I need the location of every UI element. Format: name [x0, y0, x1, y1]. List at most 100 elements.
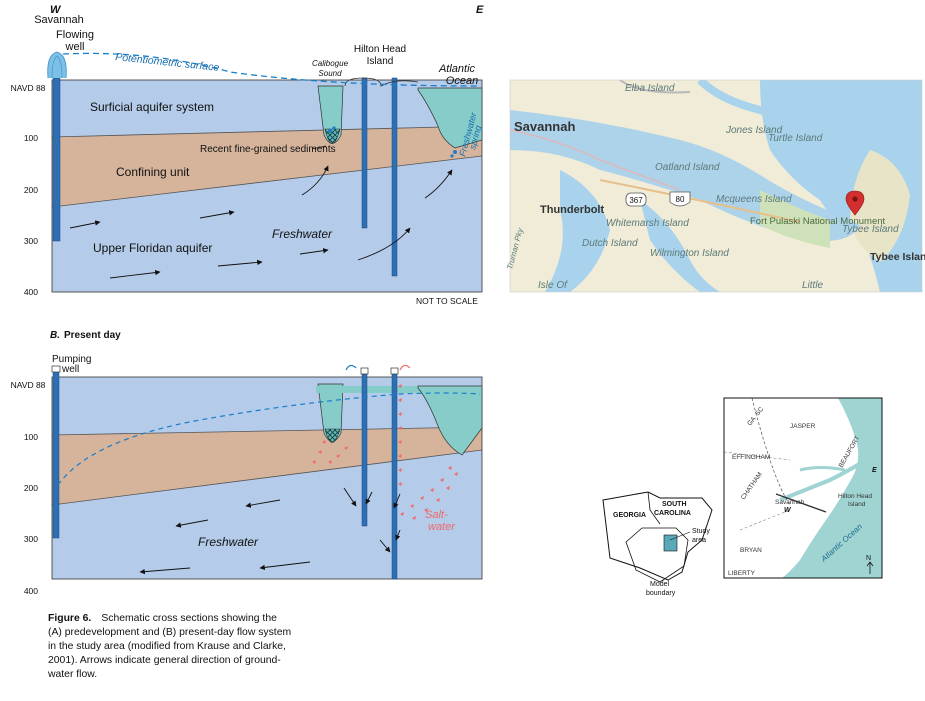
- east-marker: E: [476, 4, 484, 16]
- tick-b-4: 400: [24, 586, 38, 596]
- inset-hilton-1: Hilton Head: [838, 493, 872, 500]
- inset-w: W: [784, 507, 792, 514]
- recent-sediments-label: Recent fine-grained sediments: [200, 144, 336, 155]
- not-to-scale: NOT TO SCALE: [416, 296, 478, 306]
- map-dutch: Dutch Island: [582, 238, 638, 249]
- tick-b-3: 300: [24, 534, 38, 544]
- map-wilmington: Wilmington Island: [650, 248, 729, 259]
- surficial-label: Surficial aquifer system: [90, 100, 214, 114]
- flow-arrows-a: [69, 165, 453, 279]
- index-boundary: boundary: [646, 590, 676, 597]
- inset-bryan: BRYAN: [740, 547, 762, 554]
- upper-floridan-label: Upper Floridan aquifer: [93, 241, 212, 255]
- inset-e: E: [872, 467, 877, 474]
- saltwater-intrusion-markers: [312, 384, 458, 520]
- spring-drops-a: [328, 126, 457, 158]
- inset-hilton-2: Island: [848, 501, 866, 508]
- freshwater-label-a: Freshwater: [272, 227, 333, 241]
- index-model: Model: [650, 581, 670, 588]
- panel-a-cross-section: W E Savannah Flowing well Potentiometric…: [11, 4, 484, 306]
- map-little: Little: [802, 280, 824, 291]
- atlantic-ocean-water: [417, 87, 483, 149]
- freshwater-label-b: Freshwater: [198, 535, 259, 549]
- tick-a-2: 200: [24, 185, 38, 195]
- well-casing-b2: [391, 373, 398, 580]
- inset-savannah: Savannah: [775, 499, 805, 506]
- confining-unit-b: [52, 427, 482, 505]
- hilton-label-1: Hilton Head: [354, 44, 406, 55]
- atlantic-label-1: Atlantic: [438, 63, 476, 75]
- label-savannah: Savannah: [34, 14, 84, 26]
- caption-label: Figure 6.: [48, 613, 92, 624]
- index-georgia: GEORGIA: [613, 512, 646, 519]
- tick-b-2: 200: [24, 483, 38, 493]
- tick-a-0: NAVD 88: [11, 83, 46, 93]
- north-arrow-icon: [866, 561, 874, 574]
- y-axis-a: NAVD 88 100 200 300 400: [11, 83, 46, 297]
- potentiometric-label: Potentiometric surface: [115, 51, 220, 74]
- caption-text: Schematic cross sections showing the (A)…: [48, 613, 292, 680]
- route-shield-80: 80: [669, 191, 691, 207]
- inset-liberty: LIBERTY: [728, 570, 756, 577]
- label-well: well: [65, 41, 85, 53]
- potentiometric-surface-b: [57, 392, 481, 486]
- tick-b-1: 100: [24, 432, 38, 442]
- atlantic-label-2: Ocean: [446, 75, 478, 87]
- map-turtle: Turtle Island: [768, 133, 823, 144]
- label-flowing: Flowing: [56, 29, 94, 41]
- figure-caption: Figure 6.Schematic cross sections showin…: [48, 612, 293, 682]
- confining-label: Confining unit: [116, 165, 190, 179]
- map-elba-1: Elba Island: [625, 83, 675, 94]
- panel-b-letter: B.: [50, 330, 60, 341]
- saltwater-label-1: Salt-: [425, 509, 448, 521]
- map-oatland: Oatland Island: [655, 162, 720, 173]
- flow-arrows-b: [139, 487, 401, 575]
- street-map: 367 80 Elba Island Jones Island Turtle I…: [505, 79, 925, 293]
- hilton-label-2: Island: [367, 56, 394, 67]
- index-study: Study: [692, 528, 710, 535]
- map-whitemarsh: Whitemarsh Island: [606, 218, 689, 229]
- map-tybee-bold: Tybee Island: [870, 251, 925, 263]
- fine-grained-sediments-b: [324, 428, 341, 443]
- map-mcqueens: Mcqueens Island: [716, 194, 792, 205]
- inset-ga: GA: [746, 415, 758, 427]
- tick-a-3: 300: [24, 236, 38, 246]
- route-shield-367: 367: [625, 192, 647, 207]
- west-marker: W: [50, 4, 62, 16]
- saltwater-label-2: water: [428, 521, 456, 533]
- well-casing-1: [361, 77, 368, 229]
- map-fort-pulaski: Fort Pulaski National Monument: [750, 216, 886, 227]
- tick-a-1: 100: [24, 133, 38, 143]
- flowing-well-casing: [52, 77, 61, 242]
- map-tybee-small: Tybee Island: [842, 224, 899, 235]
- shield-80-text: 80: [676, 195, 685, 204]
- surficial-aquifer: [52, 80, 482, 137]
- inset-effingham: EFFINGHAM: [732, 454, 770, 461]
- calibogue-label-2: Sound: [318, 69, 342, 78]
- map-isle-of: Isle Of: [538, 280, 568, 291]
- pumping-label: Pumping: [52, 354, 91, 365]
- pumping-label-2: well: [61, 364, 79, 375]
- shield-367-text: 367: [629, 196, 643, 205]
- pumping-well-casing: [52, 369, 60, 539]
- ocean-b: [417, 385, 483, 456]
- inset-map: JASPER EFFINGHAM CHATHAM BEAUFORT BRYAN …: [723, 397, 883, 579]
- panel-b-title: Present day: [64, 330, 121, 341]
- inset-jasper: JASPER: [790, 423, 816, 430]
- location-pin-icon: [845, 190, 865, 216]
- y-axis-b: NAVD 88 100 200 300 400: [11, 380, 46, 596]
- confining-unit: [52, 126, 482, 207]
- map-savannah: Savannah: [514, 119, 575, 134]
- well-casing-2: [391, 77, 398, 277]
- map-thunderbolt: Thunderbolt: [540, 204, 604, 216]
- index-area: area: [692, 537, 706, 544]
- study-area-box: [663, 534, 678, 552]
- panel-b-cross-section: B. Present day Pumping well: [11, 330, 483, 596]
- calibogue-label-1: Calibogue: [312, 59, 349, 68]
- north-arrow-label: N: [866, 555, 871, 562]
- tick-b-0: NAVD 88: [11, 380, 46, 390]
- inset-sc: SC: [754, 406, 765, 418]
